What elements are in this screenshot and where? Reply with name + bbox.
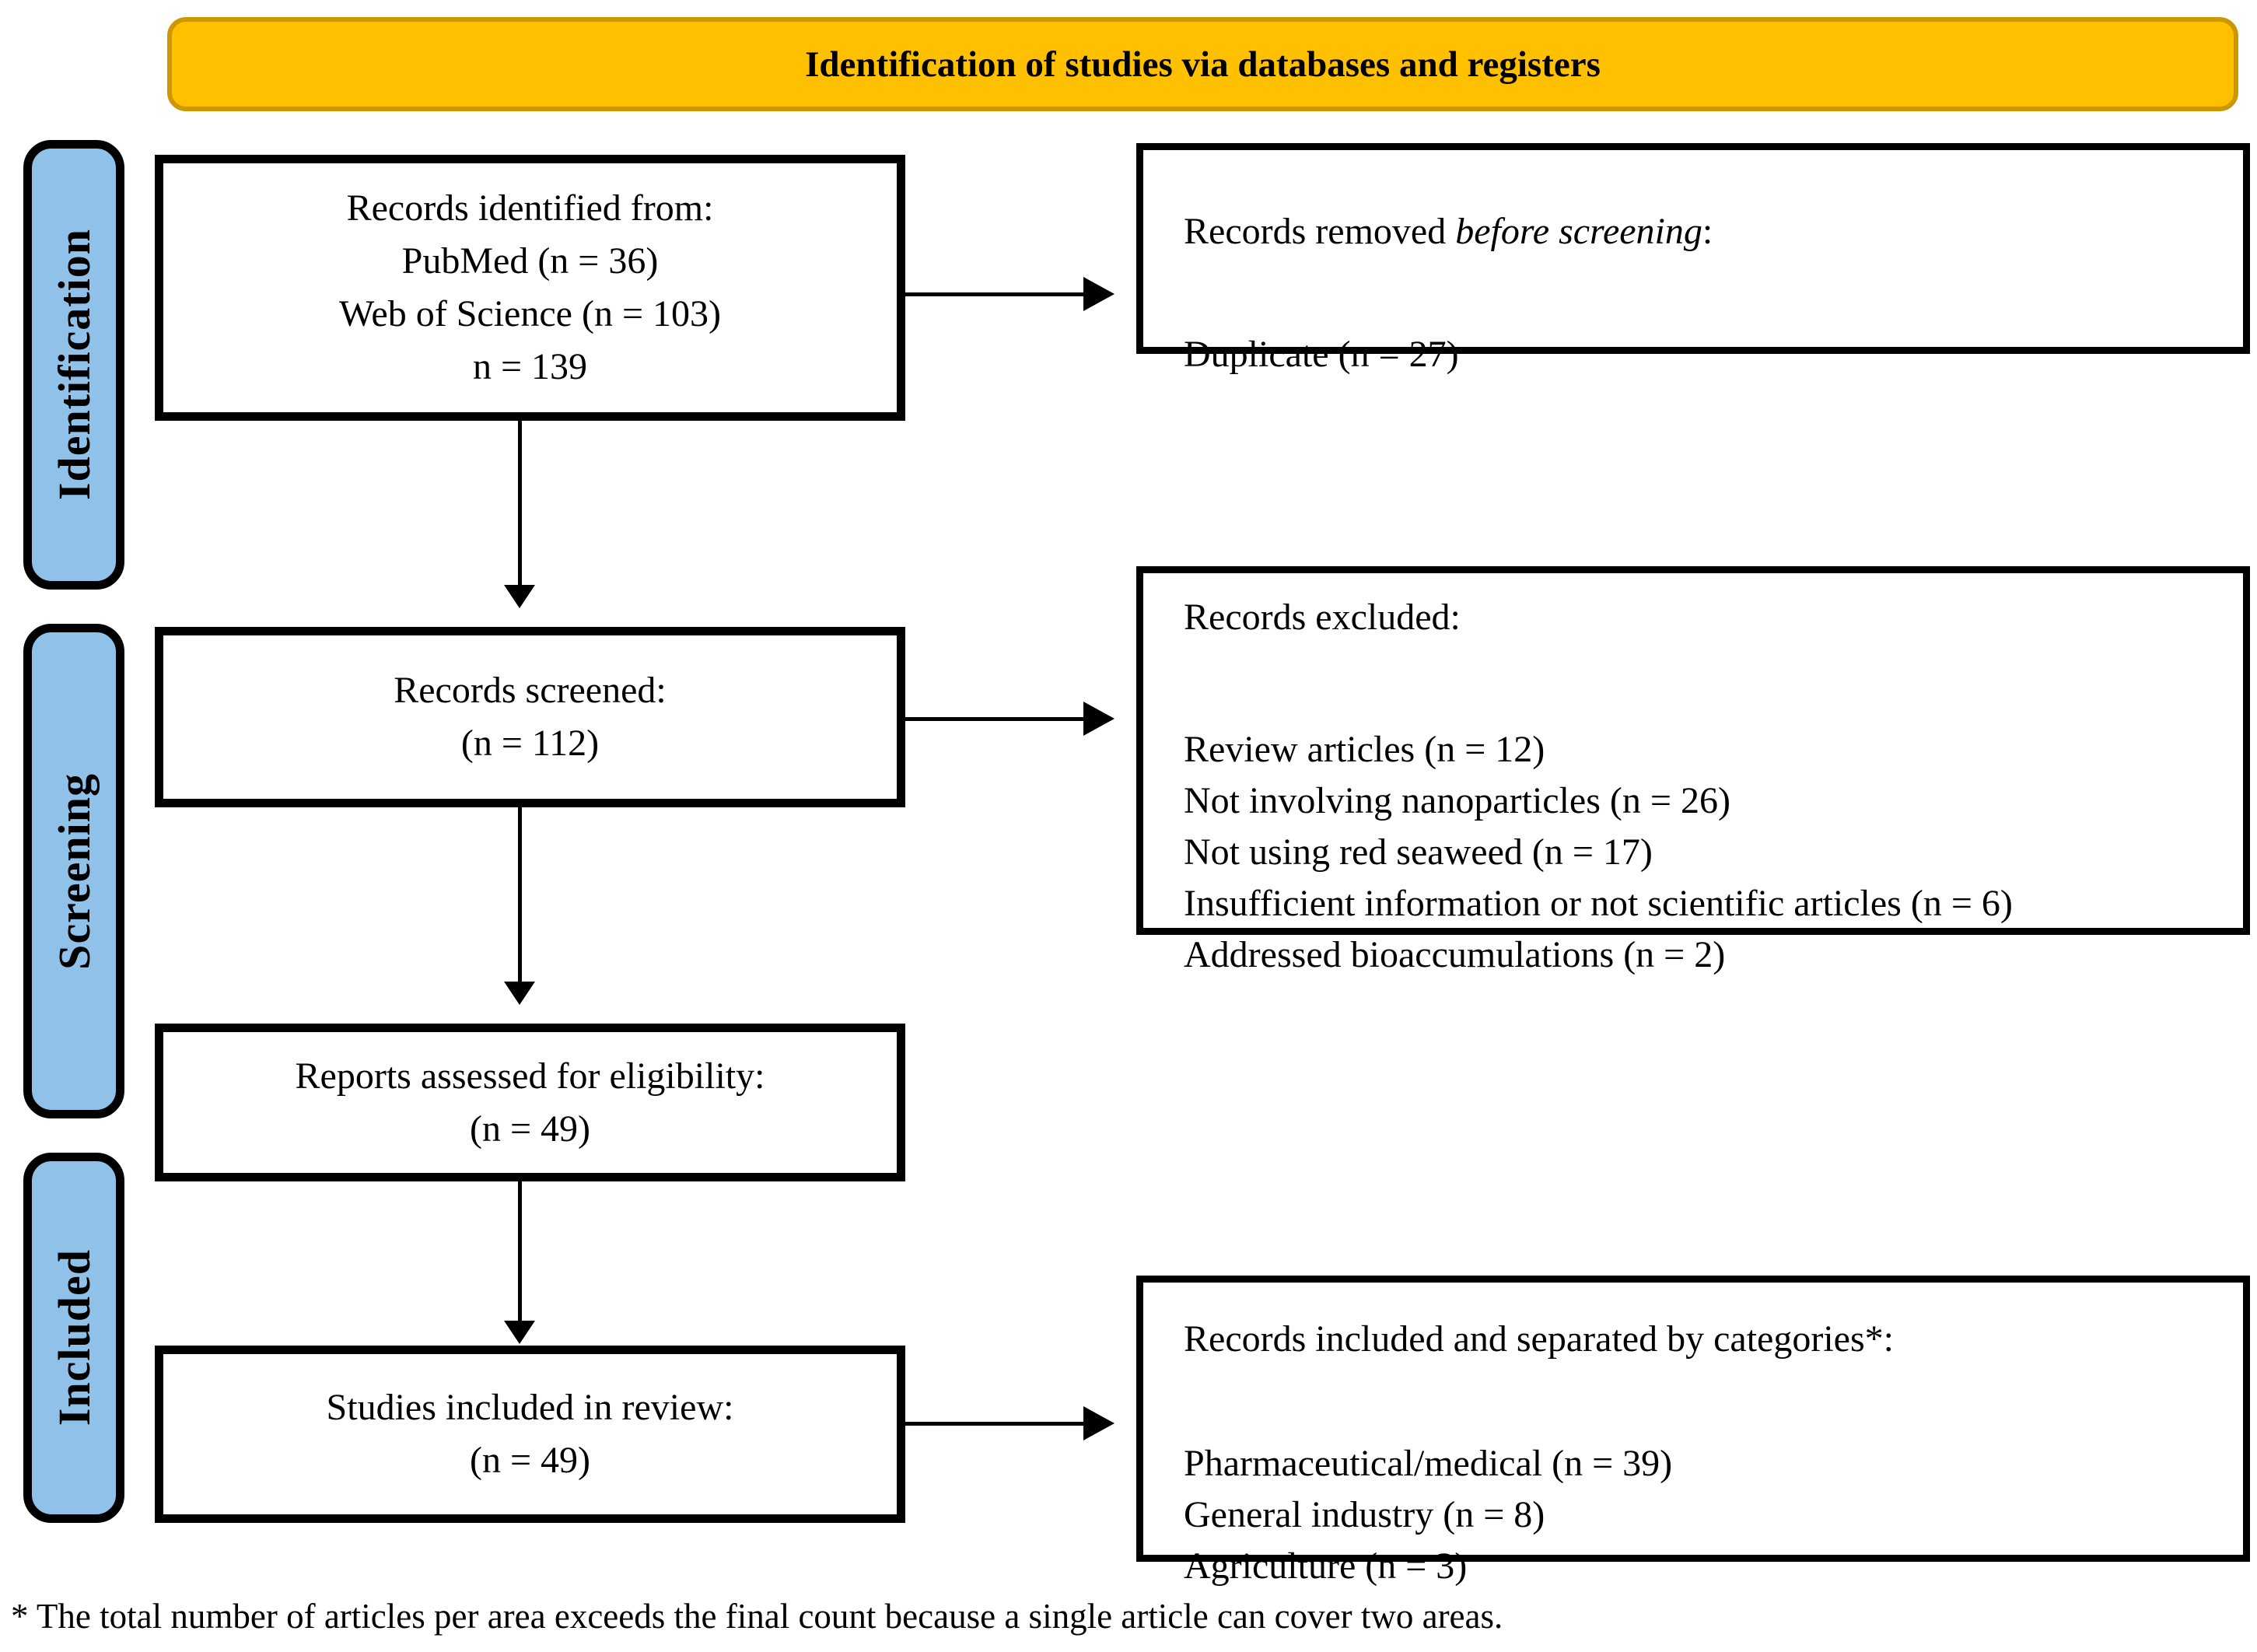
box-line: Records screened: bbox=[394, 670, 667, 711]
box-records-categories: Records included and separated by catego… bbox=[1136, 1276, 2250, 1587]
box-line: (n = 112) bbox=[460, 723, 600, 764]
arrowhead-right-icon bbox=[1083, 277, 1115, 311]
arrow-line bbox=[905, 717, 1083, 721]
box-line: (n = 49) bbox=[469, 1108, 591, 1150]
box-title: Records removed before screening: bbox=[1184, 206, 2212, 257]
box-studies-included: Studies included in review: (n = 49) bbox=[155, 1346, 905, 1523]
stage-label-identification: Identification bbox=[23, 140, 124, 590]
footnote: * The total number of articles per area … bbox=[11, 1597, 1503, 1636]
list-item: General industry (n = 8) bbox=[1184, 1494, 1545, 1535]
stage-label-screening: Screening bbox=[23, 624, 124, 1118]
title-text: : bbox=[1702, 211, 1713, 252]
list-item: Not using red seaweed (n = 17) bbox=[1184, 831, 1653, 873]
box-reports-assessed: Reports assessed for eligibility: (n = 4… bbox=[155, 1024, 905, 1181]
box-records-identified: Records identified from: PubMed (n = 36)… bbox=[155, 155, 905, 421]
list-item: Review articles (n = 12) bbox=[1184, 729, 1545, 770]
box-records-screened: Records screened: (n = 112) bbox=[155, 627, 905, 807]
list-item: Insufficient information or not scientif… bbox=[1184, 883, 2013, 924]
arrow-line bbox=[518, 1181, 522, 1322]
title-italic-text: before screening bbox=[1455, 211, 1702, 252]
stage-label-text: Identification bbox=[48, 229, 100, 501]
box-line: Web of Science (n = 103) bbox=[338, 293, 722, 334]
box-title: Records excluded: bbox=[1184, 597, 1461, 638]
arrow-line bbox=[905, 1422, 1083, 1426]
box-line: Duplicate (n = 27) bbox=[1184, 334, 1459, 375]
exclusion-reason-list: Review articles (n = 12) Not involving n… bbox=[1184, 724, 2212, 981]
stage-label-text: Screening bbox=[48, 772, 100, 970]
box-line: Records identified from: bbox=[346, 187, 714, 229]
box-line: Reports assessed for eligibility: bbox=[295, 1055, 765, 1097]
arrowhead-down-icon bbox=[504, 982, 535, 1005]
box-line: (n = 49) bbox=[469, 1440, 591, 1481]
arrow-line bbox=[905, 292, 1083, 296]
stage-label-included: Included bbox=[23, 1153, 124, 1523]
arrowhead-down-icon bbox=[504, 585, 535, 608]
title-text: Records removed bbox=[1184, 211, 1456, 252]
arrow-line bbox=[518, 421, 522, 586]
category-list: Pharmaceutical/medical (n = 39) General … bbox=[1184, 1438, 2212, 1592]
banner-title: Identification of studies via databases … bbox=[805, 44, 1601, 85]
box-title: Records included and separated by catego… bbox=[1184, 1318, 1894, 1360]
list-item: Not involving nanoparticles (n = 26) bbox=[1184, 780, 1730, 821]
arrowhead-right-icon bbox=[1083, 702, 1115, 736]
box-line: n = 139 bbox=[472, 346, 588, 387]
list-item: Addressed bioaccumulations (n = 2) bbox=[1184, 934, 1726, 975]
list-item: Agriculture (n = 3) bbox=[1184, 1545, 1468, 1587]
arrowhead-right-icon bbox=[1083, 1406, 1115, 1440]
arrow-line bbox=[518, 807, 522, 983]
list-item: Pharmaceutical/medical (n = 39) bbox=[1184, 1443, 1673, 1484]
box-line: Studies included in review: bbox=[326, 1387, 734, 1428]
box-line: PubMed (n = 36) bbox=[401, 240, 659, 282]
box-records-excluded: Records excluded: Review articles (n = 1… bbox=[1136, 566, 2250, 975]
stage-label-text: Included bbox=[48, 1249, 100, 1426]
arrowhead-down-icon bbox=[504, 1321, 535, 1344]
banner: Identification of studies via databases … bbox=[167, 17, 2238, 111]
box-records-removed: Records removed before screening: Duplic… bbox=[1136, 143, 2250, 375]
